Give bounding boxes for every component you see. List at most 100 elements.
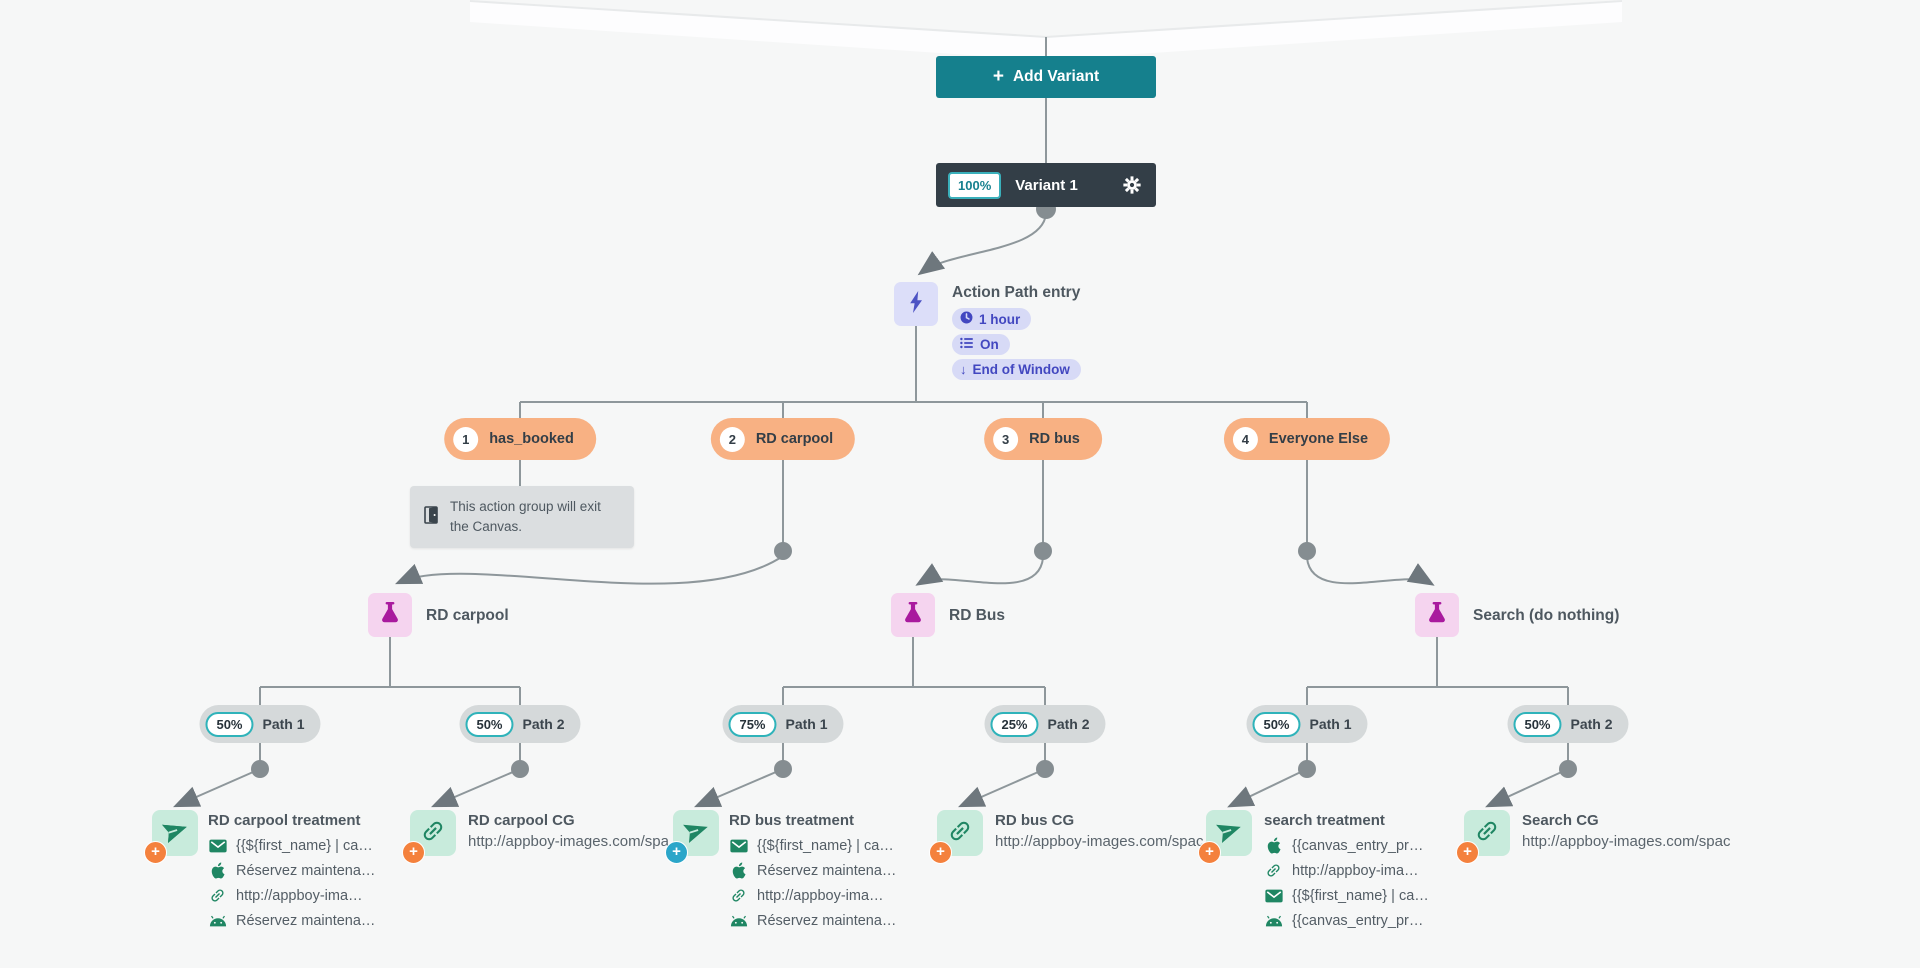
link-icon — [1474, 818, 1500, 849]
path-percent: 50% — [1252, 711, 1301, 737]
variant-node[interactable]: 100% Variant 1 — [936, 163, 1156, 207]
variant-name: Variant 1 — [1015, 176, 1078, 194]
experiment-label-search: Search (do nothing) — [1473, 607, 1620, 624]
apple-icon — [729, 862, 748, 879]
path-pill-bus-1[interactable]: 75% Path 1 — [722, 705, 844, 743]
path-pill-search-1[interactable]: 50% Path 1 — [1246, 705, 1368, 743]
message-step-iconbox[interactable]: + — [1198, 810, 1252, 864]
control-step-iconbox[interactable]: + — [929, 810, 983, 864]
apple-icon — [1264, 837, 1283, 854]
group-label: RD carpool — [755, 431, 834, 447]
action-group-pill-1[interactable]: 1 has_booked — [444, 418, 596, 460]
path-percent: 50% — [1513, 711, 1562, 737]
add-step-icon[interactable]: + — [929, 841, 952, 864]
action-group-pill-3[interactable]: 3 RD bus — [984, 418, 1102, 460]
window-badge: ↓ End of Window — [952, 359, 1081, 380]
action-path-badges: 1 hour On ↓ End of Window — [952, 308, 1081, 380]
experiment-label-rd-carpool: RD carpool — [426, 607, 509, 624]
flask-icon — [902, 601, 924, 630]
channel-row: {{canvas_entry_pr… — [1264, 908, 1429, 933]
path-pill-carpool-1[interactable]: 50% Path 1 — [199, 705, 321, 743]
action-path-node[interactable] — [894, 282, 938, 326]
channel-text: {{${first_name} | ca… — [1292, 887, 1429, 904]
experiment-node-rd-bus[interactable] — [891, 593, 935, 637]
add-step-icon[interactable]: + — [1198, 841, 1221, 864]
group-label: RD bus — [1029, 431, 1080, 447]
step-title: RD carpool treatment — [208, 812, 361, 829]
exit-tooltip-text: This action group will exit the Canvas. — [450, 499, 601, 534]
channel-text: Réservez maintena… — [757, 862, 897, 879]
channel-row: {{${first_name} | ca… — [1264, 883, 1429, 908]
link-icon — [420, 818, 446, 849]
path-label: Path 2 — [522, 716, 565, 732]
path-label: Path 1 — [262, 716, 305, 732]
path-pill-bus-2[interactable]: 25% Path 2 — [984, 705, 1106, 743]
path-percent: 25% — [990, 711, 1039, 737]
send-icon — [682, 817, 710, 849]
channel-row: Réservez maintena… — [208, 908, 375, 933]
message-step-iconbox[interactable]: + — [144, 810, 198, 864]
experiment-node-search[interactable] — [1415, 593, 1459, 637]
add-variant-label: Add Variant — [1012, 68, 1100, 85]
group-number: 3 — [993, 426, 1019, 452]
path-pill-carpool-2[interactable]: 50% Path 2 — [459, 705, 581, 743]
step-url: http://appboy-images.com/spac — [1522, 833, 1731, 850]
schedule-badge: On — [952, 334, 1010, 355]
channel-text: {{${first_name} | ca… — [236, 837, 373, 854]
channel-row: http://appboy-ima… — [208, 883, 375, 908]
android-icon — [208, 915, 227, 927]
group-label: Everyone Else — [1268, 431, 1369, 447]
channel-row: {{${first_name} | ca… — [208, 833, 375, 858]
link-icon — [947, 818, 973, 849]
path-percent: 50% — [465, 711, 514, 737]
control-step-iconbox[interactable]: + — [1456, 810, 1510, 864]
step-title: RD bus CG — [995, 812, 1075, 829]
group-number: 2 — [719, 426, 745, 452]
path-pill-search-2[interactable]: 50% Path 2 — [1507, 705, 1629, 743]
add-step-icon[interactable]: + — [1456, 841, 1479, 864]
experiment-node-rd-carpool[interactable] — [368, 593, 412, 637]
plus-icon: + — [992, 65, 1004, 87]
delay-badge: 1 hour — [952, 308, 1032, 330]
message-step-iconbox[interactable]: + — [665, 810, 719, 864]
path-percent: 50% — [205, 711, 254, 737]
schedule-badge-label: On — [980, 337, 999, 352]
action-group-pill-4[interactable]: 4 Everyone Else — [1223, 418, 1391, 460]
channel-row: Réservez maintena… — [729, 858, 896, 883]
channel-text: http://appboy-ima… — [757, 887, 884, 904]
step-title: search treatment — [1264, 812, 1385, 829]
link-icon — [208, 887, 227, 904]
variant-settings-gear-icon[interactable] — [1120, 173, 1144, 197]
email-icon — [729, 839, 748, 853]
channel-text: http://appboy-ima… — [236, 887, 363, 904]
channel-row: Réservez maintena… — [208, 858, 375, 883]
group-label: has_booked — [489, 431, 574, 447]
step-title: RD carpool CG — [468, 812, 575, 829]
experiment-label-rd-bus: RD Bus — [949, 607, 1005, 624]
action-group-pill-2[interactable]: 2 RD carpool — [710, 418, 856, 460]
path-label: Path 2 — [1047, 716, 1090, 732]
channel-text: {{canvas_entry_pr… — [1292, 912, 1424, 929]
add-variant-button[interactable]: + Add Variant — [936, 56, 1156, 98]
channel-text: Réservez maintena… — [236, 862, 376, 879]
channel-row: http://appboy-ima… — [1264, 858, 1429, 883]
step-title: RD bus treatment — [729, 812, 855, 829]
send-icon — [161, 817, 189, 849]
group-number: 1 — [453, 426, 479, 452]
step-url: http://appboy-images.com/spac — [995, 833, 1204, 850]
add-step-icon[interactable]: + — [665, 841, 688, 864]
channel-text: {{${first_name} | ca… — [757, 837, 894, 854]
add-step-icon[interactable]: + — [402, 841, 425, 864]
step-title: Search CG — [1522, 812, 1599, 829]
email-icon — [1264, 889, 1283, 903]
exit-door-icon — [424, 505, 440, 529]
channel-text: Réservez maintena… — [757, 912, 897, 929]
action-path-title: Action Path entry — [952, 284, 1081, 301]
path-percent: 75% — [728, 711, 777, 737]
apple-icon — [208, 862, 227, 879]
channel-row: {{canvas_entry_pr… — [1264, 833, 1429, 858]
control-step-iconbox[interactable]: + — [402, 810, 456, 864]
channel-text: http://appboy-ima… — [1292, 862, 1419, 879]
add-step-icon[interactable]: + — [144, 841, 167, 864]
